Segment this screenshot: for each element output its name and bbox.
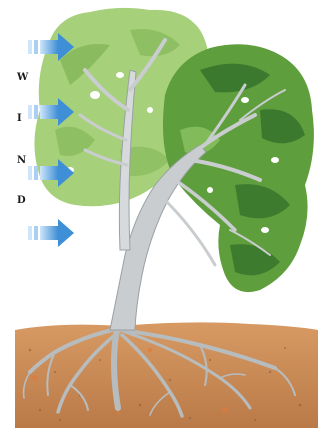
wind-letter-w: W xyxy=(17,72,28,83)
wind-arrow-4 xyxy=(28,219,74,247)
wind-letter-i: I xyxy=(17,113,22,124)
wind-letter-n: N xyxy=(17,155,26,166)
wind-letter-d: D xyxy=(17,195,26,206)
